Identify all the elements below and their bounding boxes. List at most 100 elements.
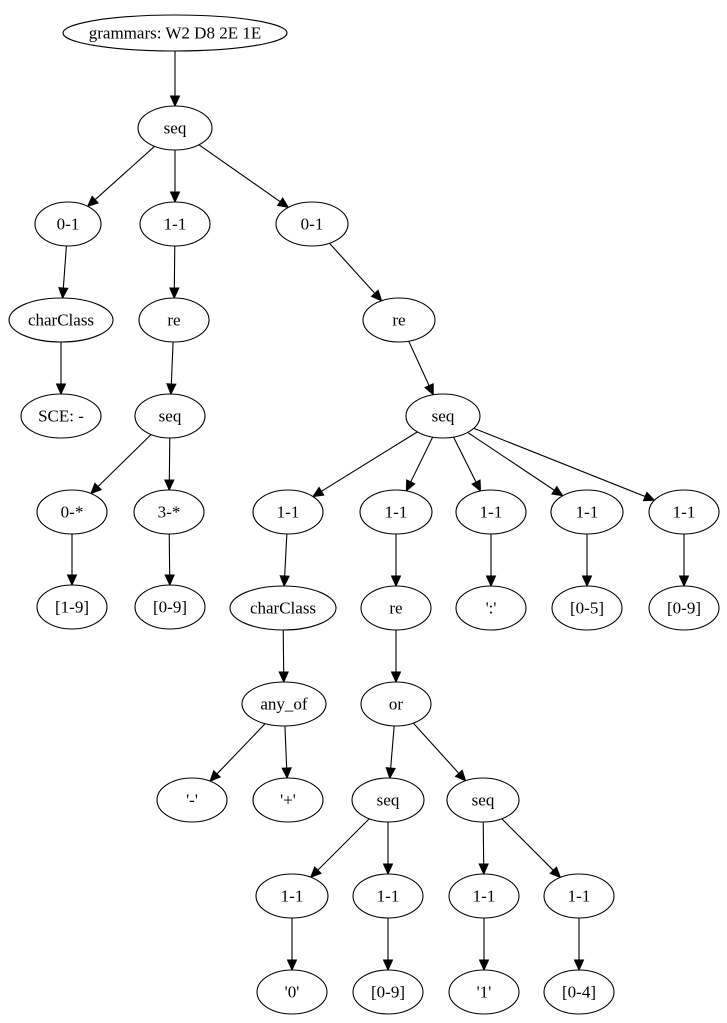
- arrowhead: [478, 959, 490, 972]
- node-label: 1-1: [673, 503, 696, 522]
- edge-n14-n17: [453, 436, 482, 493]
- node-ellipse: [133, 489, 205, 535]
- arrowhead: [58, 287, 69, 300]
- arrowhead: [485, 575, 497, 588]
- node-label: 1-1: [385, 503, 408, 522]
- node-ellipse: [34, 201, 102, 247]
- arrowhead: [478, 863, 489, 876]
- node-label: [0-5]: [570, 599, 604, 618]
- edge-n14-n16: [405, 436, 434, 493]
- node-n2: 0-1: [34, 201, 102, 247]
- node-ellipse: [550, 489, 624, 535]
- edge-line: [216, 723, 266, 775]
- node-label: re: [392, 311, 405, 330]
- edge-line: [329, 242, 376, 294]
- node-ellipse: [134, 393, 206, 439]
- arrowhead: [164, 574, 175, 587]
- node-label: seq: [472, 791, 495, 810]
- node-ellipse: [138, 297, 210, 343]
- arrowhead: [385, 767, 396, 780]
- arrowhead: [370, 289, 383, 302]
- arrowhead: [424, 383, 434, 396]
- arrowhead: [390, 671, 402, 684]
- node-n9: 0-*: [36, 489, 108, 535]
- edge-line: [410, 436, 434, 483]
- node-ellipse: [352, 873, 424, 919]
- node-label: re: [389, 599, 402, 618]
- arrowhead: [286, 959, 298, 972]
- edge-n8-n9: [90, 434, 152, 495]
- node-ellipse: [241, 681, 327, 727]
- node-ellipse: [36, 584, 108, 630]
- edge-n29-n31: [309, 818, 370, 879]
- edge-n14-n15: [311, 431, 418, 498]
- node-n10: 3-*: [133, 489, 205, 535]
- node-label: ':': [486, 599, 497, 618]
- edge-line: [317, 818, 370, 871]
- node-ellipse: [256, 969, 328, 1015]
- edge-line: [501, 818, 554, 871]
- node-label: '1': [477, 983, 492, 1002]
- edge-n31-n35: [286, 918, 298, 972]
- edge-line: [94, 145, 155, 201]
- node-label: seq: [377, 791, 400, 810]
- node-ellipse: [252, 489, 324, 535]
- node-label: '+': [280, 791, 296, 810]
- edge-n13-n14: [408, 340, 434, 396]
- node-ellipse: [551, 585, 623, 631]
- node-label: charClass: [28, 311, 94, 330]
- node-ellipse: [446, 777, 520, 823]
- node-n26: or: [360, 681, 432, 727]
- node-label: 1-1: [480, 503, 503, 522]
- arrowhead: [311, 486, 325, 498]
- node-label: SCE: -: [38, 407, 84, 426]
- edge-n32-n36: [382, 918, 394, 972]
- edge-line: [97, 434, 152, 487]
- arrowhead: [551, 485, 564, 497]
- edge-n15-n20: [279, 533, 290, 588]
- arrowhead: [309, 866, 322, 879]
- node-ellipse: [360, 681, 432, 727]
- node-label: 1-1: [473, 887, 496, 906]
- arrowhead: [276, 197, 290, 209]
- node-n23: [0-5]: [551, 585, 623, 631]
- edge-line: [467, 431, 555, 491]
- node-label: 0-1: [57, 215, 80, 234]
- edge-n3-n7: [169, 245, 180, 300]
- edge-n19-n24: [678, 534, 690, 588]
- node-ellipse: [229, 585, 337, 631]
- edge-line: [408, 340, 430, 386]
- arrowhead: [279, 575, 290, 588]
- edge-n26-n29: [385, 725, 396, 780]
- arrowhead: [169, 191, 181, 204]
- edge-n18-n23: [581, 534, 593, 588]
- node-n38: [0-4]: [543, 969, 615, 1015]
- node-n14: seq: [405, 393, 481, 439]
- node-n7: re: [138, 297, 210, 343]
- edge-n10-n12: [164, 533, 175, 587]
- node-n25: any_of: [241, 681, 327, 727]
- node-n12: [0-9]: [134, 584, 206, 630]
- node-label: [0-9]: [371, 983, 405, 1002]
- edge-n5-n6: [55, 342, 67, 396]
- node-n27: '-': [156, 777, 228, 823]
- edge-n26-n30: [412, 722, 467, 782]
- arrowhead: [382, 863, 394, 876]
- node-ellipse: [252, 777, 324, 823]
- node-ellipse: [360, 585, 432, 631]
- node-label: 1-1: [377, 887, 400, 906]
- node-n28: '+': [252, 777, 324, 823]
- node-n20: charClass: [229, 585, 337, 631]
- node-ellipse: [139, 201, 211, 247]
- node-n16: 1-1: [359, 489, 433, 535]
- arrowhead: [390, 575, 402, 588]
- edge-n1-n4: [198, 144, 290, 209]
- node-label: seq: [159, 407, 182, 426]
- node-ellipse: [455, 489, 527, 535]
- node-ellipse: [36, 489, 108, 535]
- node-n29: seq: [351, 777, 425, 823]
- edge-line: [62, 245, 67, 289]
- node-label: grammars: W2 D8 2E 1E: [89, 24, 261, 43]
- node-label: [0-9]: [667, 599, 701, 618]
